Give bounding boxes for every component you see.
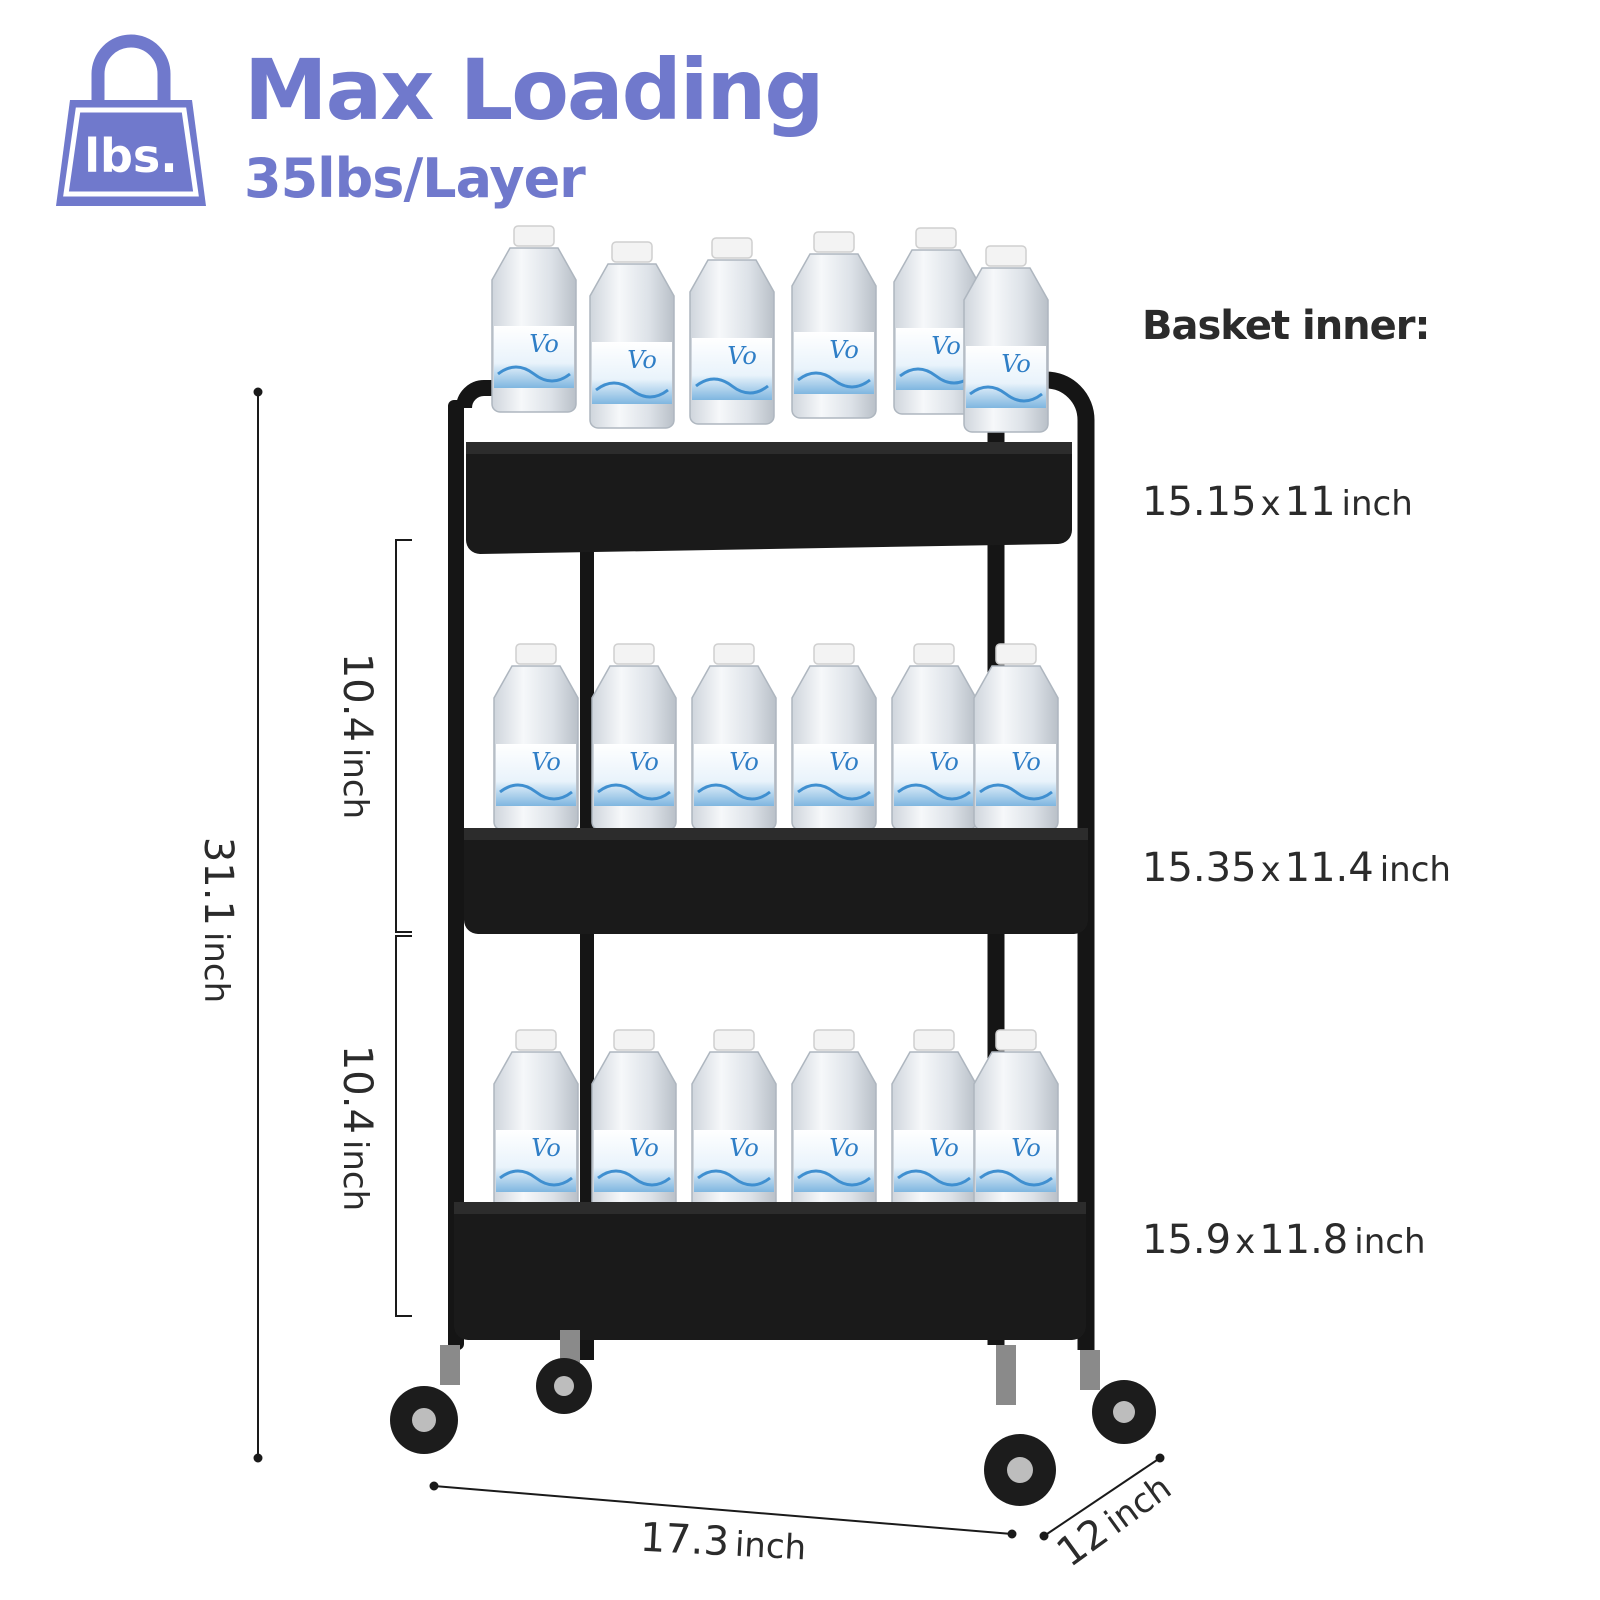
middle-basket — [464, 832, 1088, 934]
load-capacity: 35lbs/Layer — [244, 147, 586, 210]
times-sign: x — [1260, 484, 1281, 524]
lbs-icon-text: lbs. — [84, 129, 178, 183]
unit-label: inch — [196, 931, 236, 1004]
frame-post-left — [448, 400, 464, 1350]
tier-gap-2-value: 10.4 — [334, 1044, 380, 1134]
dimension-lines — [253, 387, 1165, 1541]
tier-gap-1-label: 10.4 inch — [334, 651, 380, 821]
bottom-tier-bottles — [492, 1028, 1060, 1218]
lbs-weight-icon: lbs. — [56, 34, 206, 206]
basket-depth: 11 — [1284, 479, 1336, 525]
basket-width: 15.15 — [1142, 479, 1257, 525]
tier-gap-1-value: 10.4 — [334, 652, 380, 742]
unit-label: inch — [335, 1139, 375, 1212]
top-basket — [466, 446, 1072, 554]
total-height-value: 31.1 — [195, 836, 241, 926]
bottom-basket — [454, 1206, 1086, 1340]
width-value: 17.3 — [638, 1514, 731, 1566]
basket-depth: 11.8 — [1259, 1217, 1349, 1263]
page-title: Max Loading — [244, 41, 824, 139]
unit-label: inch — [1379, 850, 1451, 890]
times-sign: x — [1235, 1222, 1256, 1262]
top-tier-bottles — [490, 224, 1050, 434]
unit-label: inch — [733, 1524, 808, 1569]
tier-gap-2-label: 10.4 inch — [334, 1043, 380, 1213]
unit-label: inch — [1354, 1222, 1426, 1262]
times-sign: x — [1260, 850, 1281, 890]
basket-width: 15.35 — [1142, 845, 1257, 891]
unit-label: inch — [1341, 484, 1413, 524]
frame-post-inner — [580, 540, 594, 1360]
unit-label: inch — [335, 747, 375, 820]
middle-tier-bottles — [492, 642, 1060, 832]
basket-depth: 11.4 — [1284, 845, 1374, 891]
basket-width: 15.9 — [1142, 1217, 1232, 1263]
total-height-label: 31.1 inch — [195, 830, 241, 1010]
basket-inner-heading: Basket inner: — [1142, 303, 1431, 349]
caster-wheels — [390, 1330, 1156, 1506]
